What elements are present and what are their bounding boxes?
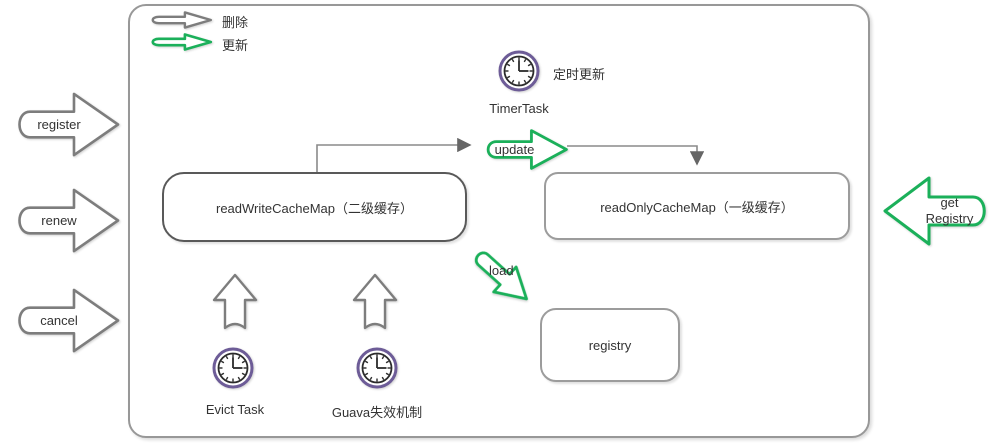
get-registry-arrow: get Registry: [882, 170, 995, 252]
load-flow-arrow-shape: [459, 235, 541, 314]
get-registry-arrow-shape: [882, 170, 995, 252]
cancel-arrow: cancel: [8, 284, 120, 357]
timertask-title: TimerTask: [489, 101, 549, 116]
evict-clock-icon: [212, 347, 254, 389]
renew-arrow-label: renew: [41, 213, 77, 228]
get-registry-arrow-label: get Registry: [925, 194, 974, 226]
legend-delete-label: 删除: [222, 15, 249, 30]
update-flow-arrow-shape: [479, 127, 568, 172]
read-only-cache-label: readOnlyCacheMap（一级缓存）: [600, 199, 794, 215]
guava-up-arrow-icon: [352, 273, 398, 333]
load-flow-label: load: [489, 263, 514, 278]
registry-node-label: registry: [588, 337, 632, 353]
registry-node: registry: [540, 308, 680, 382]
evict-task-label: Evict Task: [205, 402, 265, 417]
timertask-clock-icon: [498, 50, 540, 92]
timertask-note: 定时更新: [553, 67, 606, 82]
read-write-cache-node: readWriteCacheMap（二级缓存）: [162, 172, 467, 242]
server-boundary-box: [128, 4, 870, 438]
guava-clock-icon: [356, 347, 398, 389]
update-flow-arrow: update: [479, 127, 568, 172]
legend-delete-arrow-icon: [146, 11, 212, 29]
cancel-arrow-shape: [8, 284, 120, 357]
read-only-cache-node: readOnlyCacheMap（一级缓存）: [544, 172, 850, 240]
read-write-cache-label: readWriteCacheMap（二级缓存）: [216, 200, 413, 216]
evict-up-arrow-icon: [212, 273, 258, 333]
renew-arrow: renew: [8, 184, 120, 257]
register-arrow: register: [8, 88, 120, 161]
update-flow-label: update: [494, 142, 535, 157]
register-arrow-label: register: [37, 117, 81, 132]
legend-update-arrow-icon: [146, 33, 212, 51]
cancel-arrow-label: cancel: [40, 313, 78, 328]
legend-update-label: 更新: [222, 38, 249, 53]
register-arrow-shape: [8, 88, 120, 161]
renew-arrow-shape: [8, 184, 120, 257]
guava-task-label: Guava失效机制: [331, 405, 423, 420]
